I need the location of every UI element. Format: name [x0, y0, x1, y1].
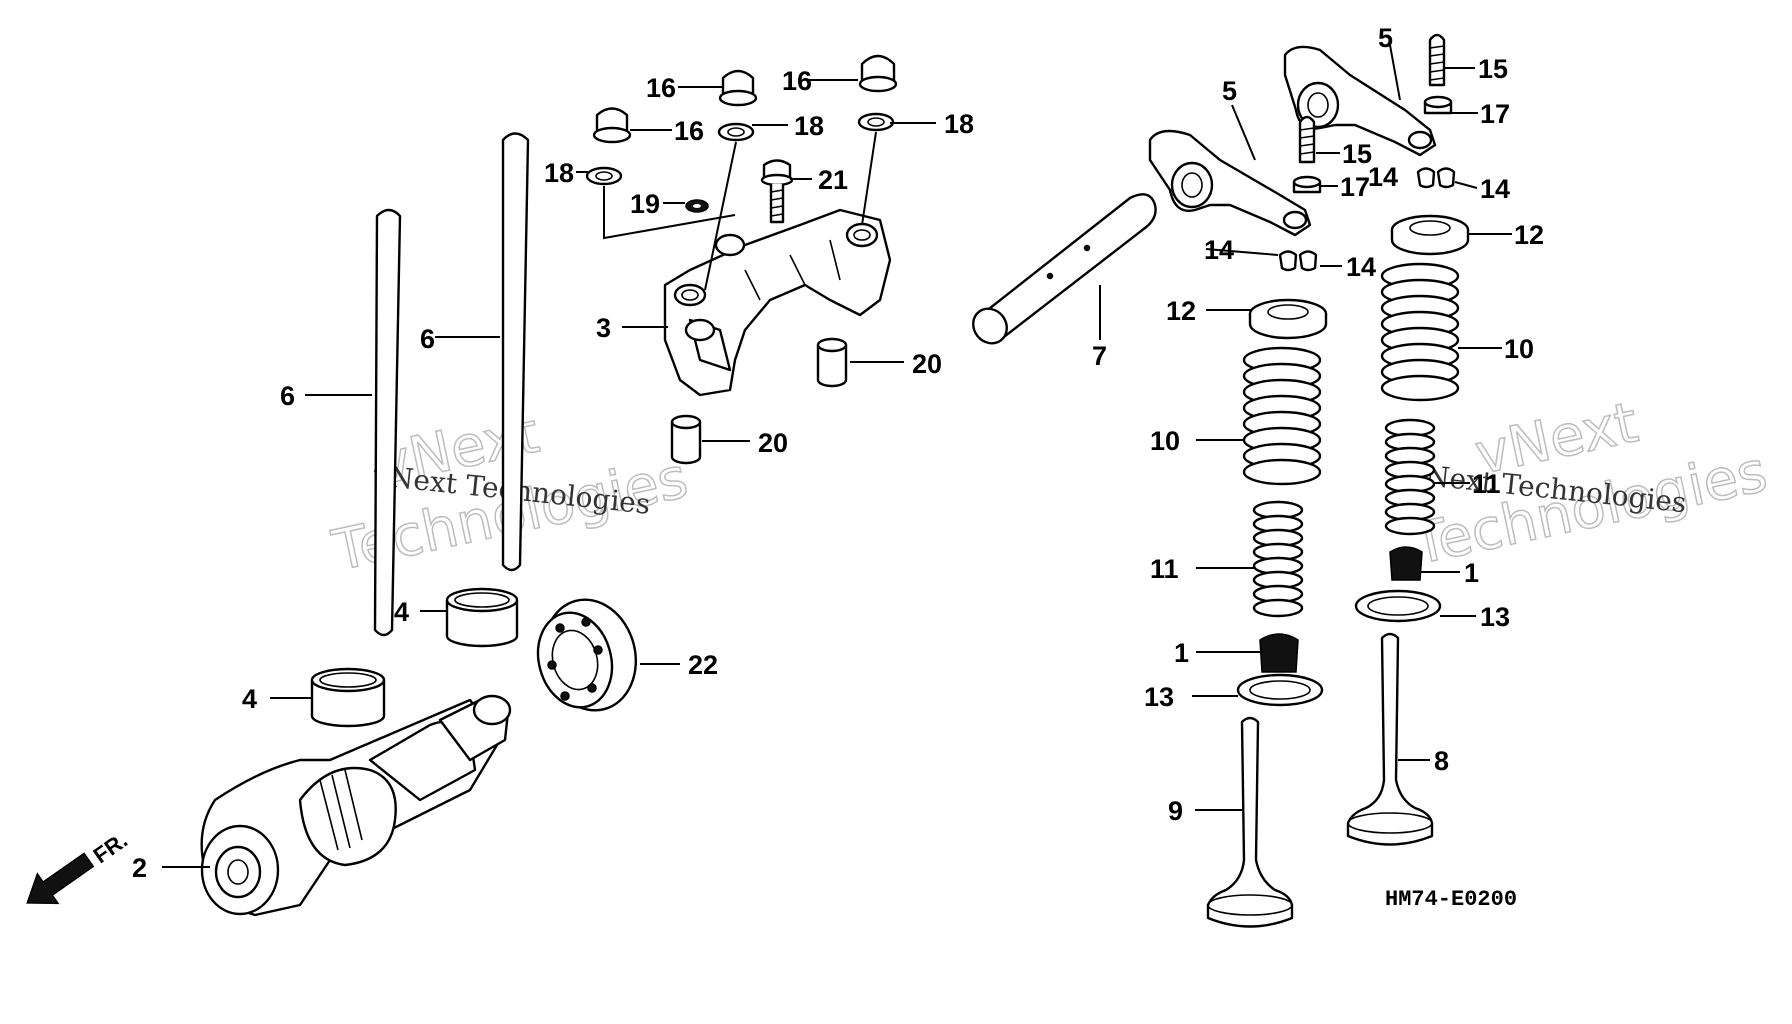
- adjusting-screw-left[interactable]: [1298, 115, 1316, 164]
- callout-16-right: 16: [782, 66, 812, 96]
- outer-valve-spring-left[interactable]: [1242, 346, 1322, 486]
- callout-18-mid: 18: [794, 111, 824, 141]
- callout-10-right: 10: [1504, 334, 1534, 364]
- callout-14-a: 14: [1368, 162, 1398, 192]
- callout-5-right: 5: [1378, 23, 1393, 53]
- cap-nut-mid[interactable]: [718, 69, 758, 107]
- valve-stem-seal-left[interactable]: [1259, 633, 1299, 673]
- callout-9: 9: [1168, 796, 1183, 826]
- flange-bolt[interactable]: [760, 159, 794, 224]
- leader-washer-mid: [704, 141, 737, 291]
- inner-valve-spring-right[interactable]: [1384, 418, 1436, 536]
- callout-12-right: 12: [1514, 220, 1544, 250]
- adjusting-screw-right[interactable]: [1428, 33, 1446, 87]
- callout-20-upper: 20: [912, 349, 942, 379]
- callout-6-left: 6: [280, 381, 295, 411]
- callout-15-right: 15: [1478, 54, 1508, 84]
- callout-3: 3: [596, 313, 611, 343]
- washer-left[interactable]: [585, 166, 623, 186]
- valve-cotter-right[interactable]: [1416, 167, 1456, 189]
- callout-16-left: 16: [646, 73, 676, 103]
- callout-11-right: 11: [1472, 469, 1501, 499]
- callout-1-right: 1: [1464, 558, 1479, 588]
- cap-nut-left[interactable]: [592, 107, 632, 144]
- valve-cotter-left[interactable]: [1278, 250, 1318, 272]
- rocker-arm-left[interactable]: [1148, 129, 1312, 237]
- leader-washer-right: [861, 131, 877, 226]
- callout-7: 7: [1092, 341, 1107, 371]
- inner-valve-spring-left[interactable]: [1252, 500, 1304, 618]
- callout-5-left: 5: [1222, 76, 1237, 106]
- exhaust-valve[interactable]: [1206, 716, 1294, 928]
- callout-14-d: 14: [1346, 252, 1376, 282]
- callout-12-left: 12: [1166, 296, 1196, 326]
- callout-15-left: 15: [1342, 139, 1372, 169]
- callout-17-left: 17: [1340, 172, 1370, 202]
- washer-mid[interactable]: [717, 122, 755, 142]
- rocker-arm-shaft[interactable]: [966, 193, 1157, 350]
- dowel-pin-lower[interactable]: [670, 414, 702, 465]
- callout-4-upper: 4: [394, 597, 409, 627]
- callout-8: 8: [1434, 746, 1449, 776]
- spring-retainer-right[interactable]: [1390, 214, 1470, 256]
- spring-seat-right[interactable]: [1354, 589, 1442, 623]
- callout-13-right: 13: [1480, 602, 1510, 632]
- callout-2: 2: [132, 853, 147, 883]
- callout-21: 21: [818, 165, 848, 195]
- callout-19: 19: [630, 189, 660, 219]
- lock-nut-right[interactable]: [1423, 95, 1453, 115]
- callout-17-right: 17: [1480, 99, 1510, 129]
- outer-valve-spring-right[interactable]: [1380, 262, 1460, 402]
- tappet-upper[interactable]: [445, 587, 519, 648]
- tappet-lower[interactable]: [310, 667, 386, 728]
- lock-nut-left[interactable]: [1292, 175, 1322, 194]
- rocker-arm-holder[interactable]: [663, 208, 892, 397]
- callout-6-right: 6: [420, 324, 435, 354]
- washer-right[interactable]: [857, 112, 895, 132]
- drawing-code: HM74-E0200: [1385, 887, 1517, 912]
- bearing[interactable]: [528, 589, 648, 720]
- callout-1-left: 1: [1174, 638, 1189, 668]
- front-direction-arrow: FR.: [26, 827, 132, 905]
- callout-18-right: 18: [944, 109, 974, 139]
- push-rod-left[interactable]: [373, 208, 402, 637]
- dowel-pin-upper[interactable]: [816, 337, 848, 388]
- callout-18-left: 18: [544, 158, 574, 188]
- callout-leaders: [162, 44, 1512, 868]
- spring-retainer-left[interactable]: [1248, 298, 1328, 340]
- intake-valve[interactable]: [1346, 632, 1434, 846]
- callout-16-lower: 16: [674, 116, 704, 146]
- callout-20-lower: 20: [758, 428, 788, 458]
- callout-22: 22: [688, 650, 718, 680]
- seal-washer[interactable]: [685, 199, 709, 213]
- callout-14-c: 14: [1204, 235, 1234, 265]
- valve-stem-seal-right[interactable]: [1389, 546, 1423, 581]
- leader-washer-group: [603, 186, 736, 240]
- callout-13-left: 13: [1144, 682, 1174, 712]
- camshaft[interactable]: [200, 694, 512, 917]
- front-label: FR.: [89, 827, 132, 868]
- cap-nut-right[interactable]: [858, 54, 898, 93]
- callout-4-lower: 4: [242, 684, 257, 714]
- callout-10-left: 10: [1150, 426, 1180, 456]
- callout-11-left: 11: [1150, 554, 1179, 584]
- callout-14-b: 14: [1480, 174, 1510, 204]
- push-rod-right[interactable]: [501, 132, 530, 572]
- callout-labels: 6 6 4 4 2 22 3 20 20 16 16 16 18 18 18 1…: [132, 23, 1544, 883]
- spring-seat-left[interactable]: [1236, 673, 1324, 707]
